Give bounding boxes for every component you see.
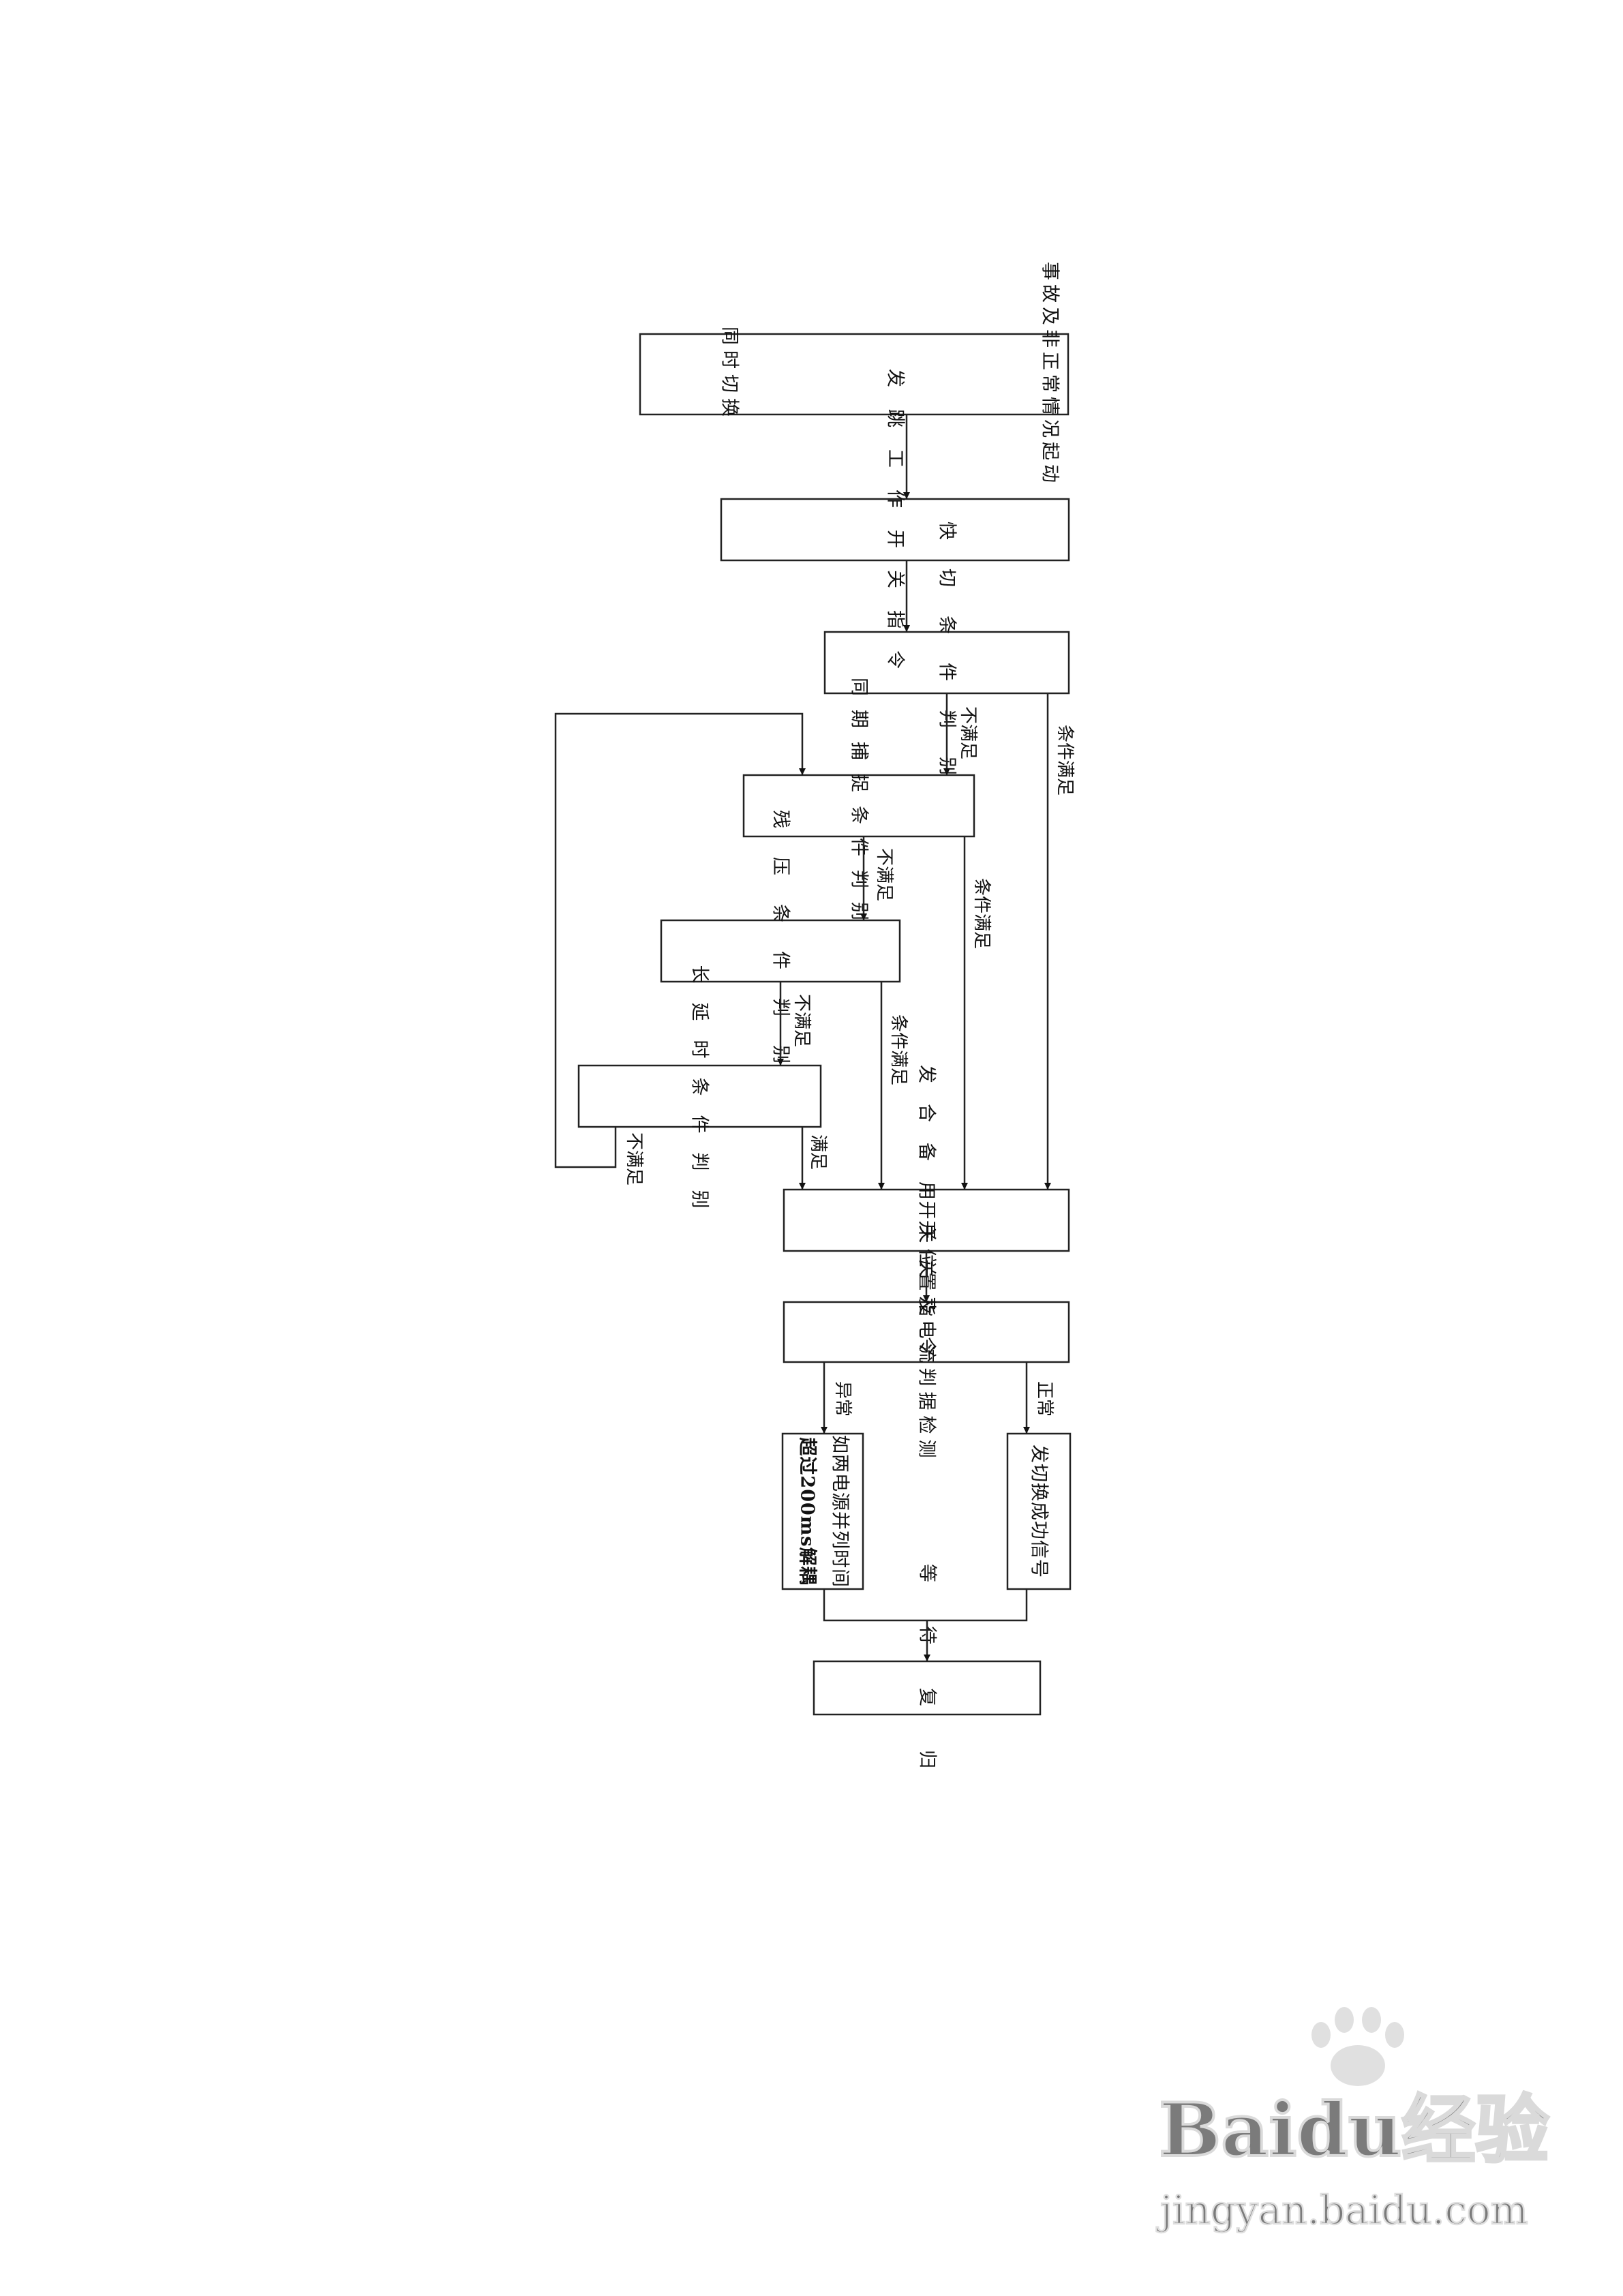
box-trip-work-breaker [720,498,1070,562]
box-switch-success-signal-text: 发切换成功信号 [1029,1445,1050,1578]
label-sync-met: 条件满足 [971,878,992,949]
box-decouple-over-200ms [781,1432,864,1590]
label-abnormal: 异常 [832,1381,853,1417]
box-decouple-line1: 如两电源并列时间 [830,1435,851,1588]
box-long-delay-check [577,1064,822,1128]
loop-long-not-met-back-to-sync [554,712,806,1168]
box-switch-success-signal [1006,1432,1072,1590]
box-decouple-line2: 超过200ms解耦 [797,1437,818,1585]
watermark-url: jingyan.baidu.com [1156,2187,1528,2233]
box-trip-work-breaker-text: 发跳工作开关指令 [885,369,906,691]
box-start-switch-line1: 事故及非正常情况起动 [1040,262,1061,487]
label-residual-not-met: 不满足 [791,994,812,1047]
box-start-switch [639,333,1070,416]
box-fast-switch-check [823,631,1070,695]
box-position-current-detect [783,1301,1070,1363]
box-close-standby-breaker-text: 发合备用开关指令 [916,1065,937,1376]
box-long-delay-check-text: 长延时条件判别 [689,965,710,1228]
label-sync-not-met: 不满足 [874,848,894,901]
box-wait-reset [813,1660,1042,1716]
baidu-jingyan-watermark: Baidu经验 jingyan.baidu.com [1155,2007,1550,2234]
box-start-switch-text: 事故及非正常情况起动 同时切换 [719,262,1061,487]
watermark-brand: Baidu经验 [1159,2087,1549,2173]
label-long-met: 满足 [808,1134,828,1170]
paw-logo-icon [1311,2007,1404,2086]
merge-to-wait [823,1589,1028,1622]
label-fast-not-met: 不满足 [958,706,978,759]
box-sync-capture-check-text: 同期捕捉条件判别 [849,678,870,934]
label-fast-met: 条件满足 [1055,725,1075,796]
box-wait-reset-text: 等待复归 [917,1564,938,1812]
box-sync-capture-check [742,774,975,838]
box-residual-voltage-check [660,919,901,983]
box-decouple-over-200ms-text: 如两电源并列时间 超过200ms解耦 [797,1435,851,1588]
label-residual-met: 条件满足 [888,1014,909,1085]
box-close-standby-breaker [783,1188,1070,1252]
box-start-switch-line2: 同时切换 [719,327,740,422]
label-normal: 正常 [1034,1381,1055,1417]
label-long-not-met: 不满足 [624,1132,644,1185]
box-position-current-detect-text: 开关位置及电流判据检测 [916,1201,937,1464]
